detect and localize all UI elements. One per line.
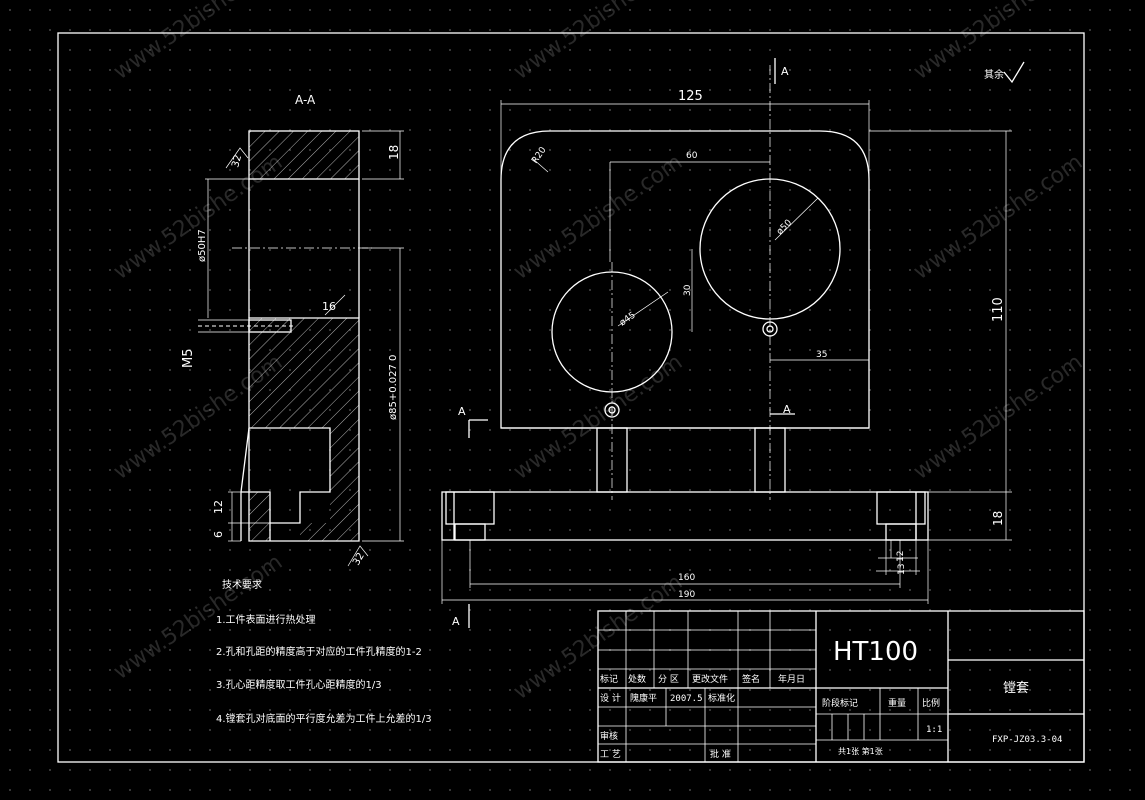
dim-32-top: 32	[230, 154, 244, 169]
view-mark-a-bottom: A	[452, 615, 460, 628]
dim-phi50h7: ø50H7	[197, 229, 208, 262]
material-text: HT100	[833, 637, 918, 667]
watermark: www.52bishe.com	[509, 0, 687, 85]
ratio-label: 比例	[922, 697, 940, 709]
roughness-check-icon	[1003, 61, 1025, 84]
section-body	[248, 317, 360, 542]
part-name: 镗套	[1003, 680, 1029, 696]
dim-18-section: 18	[387, 145, 401, 160]
row-label-change: 更改文件	[692, 673, 728, 685]
dim-12: 12	[896, 551, 906, 562]
row-label-zone: 分 区	[658, 674, 679, 685]
drawing-frame	[57, 32, 1085, 763]
dim-32-bottom: 32	[351, 551, 367, 568]
dim-30: 30	[683, 284, 693, 296]
row-label-sign: 签名	[742, 673, 760, 685]
watermark: www.52bishe.com	[109, 0, 287, 85]
dim-18-right: 18	[991, 511, 1005, 526]
standardization-label: 标准化	[708, 692, 735, 704]
dim-190: 190	[678, 590, 695, 600]
watermark: www.52bishe.com	[509, 150, 687, 285]
tech-notes: 技术要求 1.工件表面进行热处理 2.孔和孔距的精度高于对应的工件孔精度的1-2…	[216, 578, 432, 725]
dim-60: 60	[686, 151, 698, 161]
weight-label: 重量	[888, 697, 906, 709]
approve-label: 批 准	[710, 748, 731, 760]
note-3: 3.孔心距精度取工件孔心距精度的1/3	[216, 678, 382, 691]
dim-12-section: 12	[212, 500, 225, 514]
row-label-mark: 标记	[600, 673, 618, 685]
hatch-top	[249, 131, 359, 179]
design-date: 2007.5	[670, 694, 703, 704]
section-top-band	[248, 130, 360, 180]
sheet-count: 共1张 第1张	[838, 746, 883, 756]
dim-110: 110	[991, 297, 1006, 322]
section-view: A-A 18 ø50H7 ø85+0.027 0 16	[181, 93, 404, 568]
front-view: ø45 ø50 60 30 35 R20 125	[441, 58, 1012, 628]
view-mark-a-left: A	[458, 405, 466, 418]
notes-heading: 技术要求	[222, 578, 262, 591]
dim-phi45: ø45	[618, 311, 638, 329]
dim-m5: M5	[181, 349, 196, 369]
title-block: HT100 镗套 FXP-JZ03.3-04 1:1 标记 处数 分 区 更改文…	[597, 610, 1085, 763]
hatch-body	[249, 318, 359, 541]
surface-roughness-note: 其余	[984, 61, 1025, 84]
row-label-count: 处数	[628, 673, 646, 685]
watermark: www.52bishe.com	[909, 350, 1087, 485]
dim-13: 13	[897, 564, 907, 575]
designer-name: 隗康平	[630, 692, 657, 704]
dim-35: 35	[816, 350, 827, 360]
front-body-outline	[500, 130, 870, 429]
row-label-date: 年月日	[778, 673, 805, 685]
dim-160: 160	[678, 573, 695, 583]
dim-phi85: ø85+0.027 0	[388, 355, 399, 420]
view-mark-a-right: A	[783, 403, 791, 416]
review-label: 审核	[600, 730, 618, 742]
watermark: www.52bishe.com	[509, 350, 687, 485]
drawing-number: FXP-JZ03.3-04	[992, 735, 1062, 745]
dim-125: 125	[678, 89, 703, 104]
note-2: 2.孔和孔距的精度高于对应的工件孔精度的1-2	[216, 645, 422, 658]
section-title: A-A	[295, 93, 316, 107]
stage-mark-label: 阶段标记	[822, 697, 858, 709]
dim-6: 6	[212, 531, 225, 538]
dim-16: 16	[322, 300, 336, 313]
scale-value: 1:1	[926, 725, 942, 735]
watermark: www.52bishe.com	[909, 150, 1087, 285]
process-label: 工 艺	[600, 749, 621, 760]
design-label: 设 计	[600, 692, 621, 704]
note-4: 4.镗套孔对底面的平行度允差为工件上允差的1/3	[216, 712, 432, 725]
view-mark-a-top: A	[781, 65, 789, 78]
roughness-label: 其余	[984, 68, 1004, 81]
dim-phi50: ø50	[775, 218, 794, 237]
dim-r20: R20	[530, 145, 549, 165]
base-plate	[441, 491, 929, 541]
note-1: 1.工件表面进行热处理	[216, 613, 316, 626]
